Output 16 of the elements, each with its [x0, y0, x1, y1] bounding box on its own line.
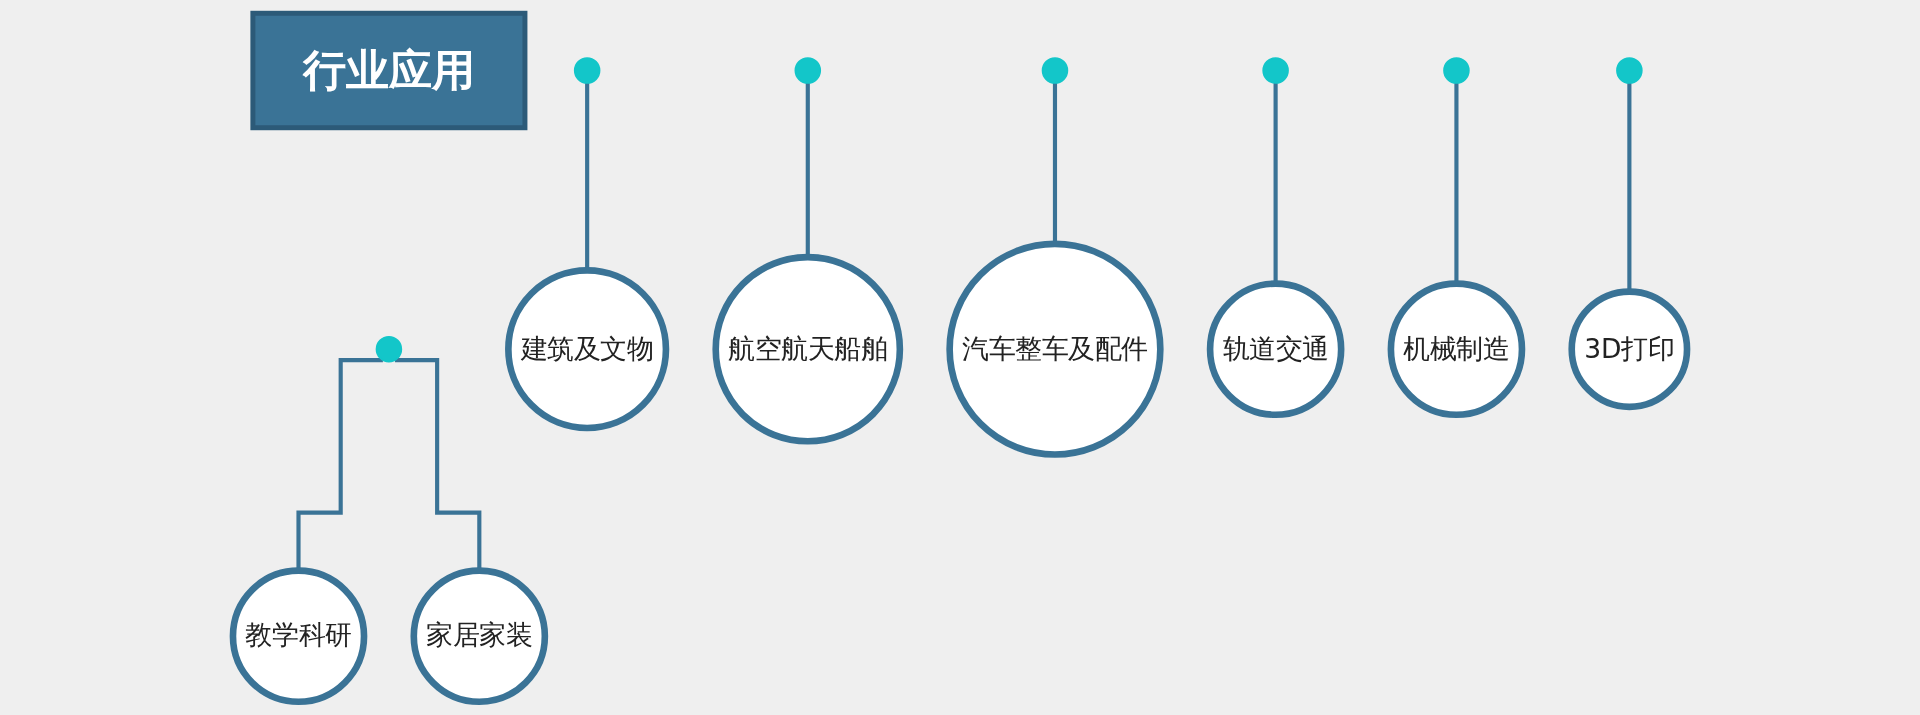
node-circle [573, 57, 601, 84]
node-circle [794, 57, 822, 84]
node-circle: 教学科研 [229, 567, 368, 706]
node-circle: 机械制造 [1387, 280, 1526, 419]
node-circle [1041, 57, 1069, 84]
node-circle: 3D打印 [1568, 288, 1691, 411]
node-circle: 航空航天船舶 [712, 253, 904, 445]
node-circle: 轨道交通 [1206, 280, 1345, 419]
node-box: 行业应用 [250, 10, 528, 131]
node-circle: 汽车整车及配件 [946, 240, 1164, 458]
node-circle: 建筑及文物 [505, 267, 670, 432]
node-circle [1262, 57, 1289, 84]
node-circle [1616, 57, 1643, 84]
node-circle [1443, 57, 1470, 84]
node-circle [375, 335, 403, 363]
node-circle: 家居家装 [410, 567, 549, 706]
